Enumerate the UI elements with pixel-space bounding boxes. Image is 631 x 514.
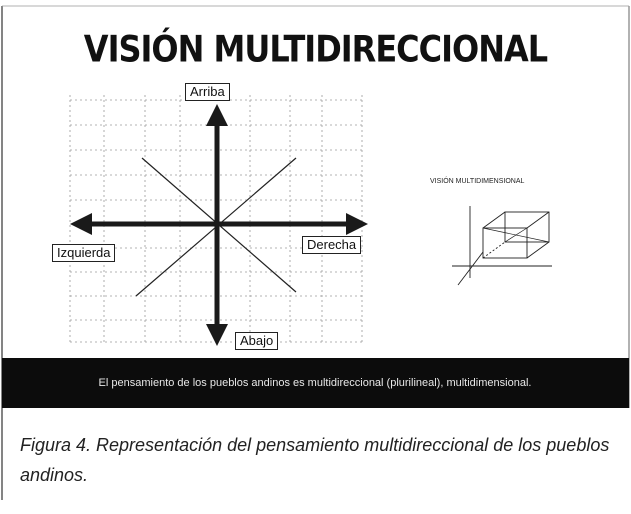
label-right: Derecha xyxy=(302,236,362,254)
sub-figure-title: VISIÓN MULTIDIMENSIONAL xyxy=(430,178,525,185)
figure-caption: Figura 4. Representación del pensamiento… xyxy=(20,435,610,485)
cube-z-axis xyxy=(457,251,484,286)
cube-back-face xyxy=(504,211,550,243)
label-down: Abajo xyxy=(235,332,279,350)
figure-title: VISIÓN MULTIDIRECCIONAL xyxy=(83,27,548,71)
label-up: Arriba xyxy=(185,83,230,101)
label-left: Izquierda xyxy=(52,244,116,262)
horizontal-arrow xyxy=(70,213,368,235)
banner-text: El pensamiento de los pueblos andinos es… xyxy=(98,377,532,389)
vertical-arrow xyxy=(206,104,228,346)
cube-diagram xyxy=(452,206,552,286)
summary-banner xyxy=(2,358,629,408)
